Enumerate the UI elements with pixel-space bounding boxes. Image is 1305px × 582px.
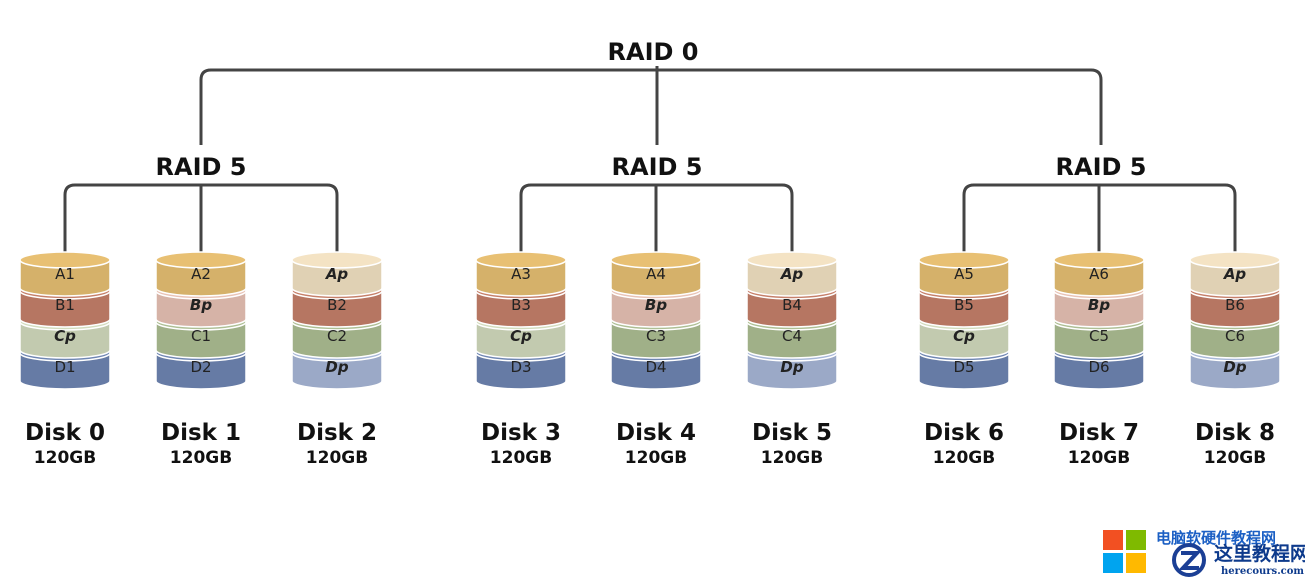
block-label: Dp [780, 358, 803, 376]
block-a1: A1 [19, 251, 111, 297]
block-label: B3 [511, 296, 531, 314]
disk-name: Disk 8 [1195, 420, 1275, 446]
block-a6: A6 [1053, 251, 1145, 297]
disk-name: Disk 1 [161, 420, 241, 446]
disk-size: 120GB [761, 448, 823, 468]
block-label: B4 [782, 296, 802, 314]
block-label: B5 [954, 296, 974, 314]
block-label: D6 [1088, 358, 1109, 376]
block-a3: A3 [475, 251, 567, 297]
block-label: Dp [1223, 358, 1246, 376]
raid0-label: RAID 0 [608, 38, 699, 66]
block-label: Bp [1088, 296, 1110, 314]
block-label: Dp [325, 358, 348, 376]
disk-name: Disk 3 [481, 420, 561, 446]
block-label: B6 [1225, 296, 1245, 314]
block-a2: A2 [155, 251, 247, 297]
block-label: Ap [325, 265, 349, 283]
z-badge-icon [1172, 543, 1206, 577]
disk-size: 120GB [1068, 448, 1130, 468]
block-label: Ap [780, 265, 804, 283]
block-label: C2 [327, 327, 347, 345]
block-a5: A5 [918, 251, 1010, 297]
block-label: A1 [55, 265, 75, 283]
disk-size: 120GB [34, 448, 96, 468]
block-label: C5 [1089, 327, 1109, 345]
block-label: D3 [510, 358, 531, 376]
watermark-title-top: 电脑软硬件教程网 [1156, 529, 1276, 547]
disk-name: Disk 0 [25, 420, 105, 446]
watermark-title: 这里教程网 [1214, 542, 1305, 565]
block-label: C1 [191, 327, 211, 345]
block-label: C4 [782, 327, 802, 345]
watermark: 电脑软硬件教程网 这里教程网 herecours.com [1103, 529, 1305, 577]
block-label: A2 [191, 265, 211, 283]
disk-name: Disk 2 [297, 420, 377, 446]
block-label: A4 [646, 265, 666, 283]
block-label: B1 [55, 296, 75, 314]
block-c5: C5 [1053, 313, 1145, 359]
block-label: A6 [1089, 265, 1109, 283]
block-label: D5 [953, 358, 974, 376]
connector-lines [63, 66, 1237, 260]
block-label: C6 [1225, 327, 1245, 345]
block-ap-parity: Ap [291, 251, 383, 297]
block-label: D4 [645, 358, 666, 376]
block-label: Cp [510, 327, 532, 345]
block-ap-parity: Ap [1189, 251, 1281, 297]
block-a4: A4 [610, 251, 702, 297]
block-label: C3 [646, 327, 666, 345]
disk-size: 120GB [625, 448, 687, 468]
disk-name: Disk 7 [1059, 420, 1139, 446]
disk-name: Disk 5 [752, 420, 832, 446]
block-label: B2 [327, 296, 347, 314]
block-label: Bp [190, 296, 212, 314]
block-label: D2 [190, 358, 211, 376]
disk-size: 120GB [490, 448, 552, 468]
block-label: D1 [54, 358, 75, 376]
disk-size: 120GB [170, 448, 232, 468]
raid0-bracket [199, 68, 1103, 145]
disk-name: Disk 6 [924, 420, 1004, 446]
disk-size: 120GB [933, 448, 995, 468]
block-label: Cp [54, 327, 76, 345]
raid5-label-group-1: RAID 5 [156, 153, 247, 181]
raid5-label-group-2: RAID 5 [612, 153, 703, 181]
raid5-label-group-3: RAID 5 [1056, 153, 1147, 181]
disk-size: 120GB [306, 448, 368, 468]
block-label: A5 [954, 265, 974, 283]
disk-size: 120GB [1204, 448, 1266, 468]
block-label: A3 [511, 265, 531, 283]
disk-name: Disk 4 [616, 420, 696, 446]
block-label: Bp [645, 296, 667, 314]
block-label: Cp [953, 327, 975, 345]
windows-logo-icon [1103, 530, 1146, 573]
watermark-url: herecours.com [1221, 566, 1304, 577]
block-label: Ap [1223, 265, 1247, 283]
block-ap-parity: Ap [746, 251, 838, 297]
